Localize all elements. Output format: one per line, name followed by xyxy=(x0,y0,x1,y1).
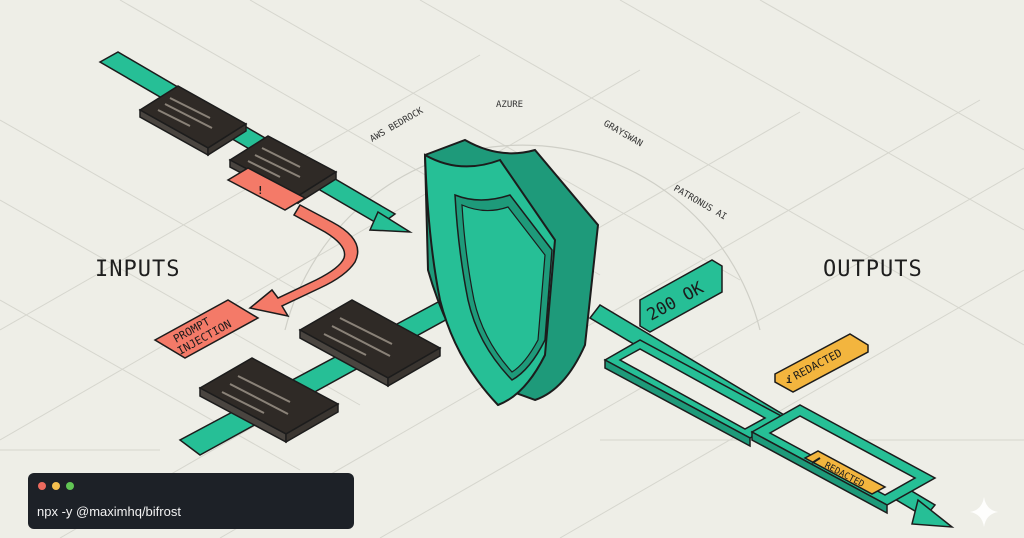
status-ok-tag: 200 OK xyxy=(639,259,723,333)
provider-aws-bedrock: AWS BEDROCK xyxy=(369,106,426,145)
rejection-arrow xyxy=(248,204,359,318)
inputs-label: INPUTS xyxy=(95,257,181,282)
info-mark: i xyxy=(786,374,792,386)
rejected-tile: ! xyxy=(226,167,307,211)
upper-input-track xyxy=(98,51,413,233)
terminal-window: npx -y @maximhq/bifrost xyxy=(28,473,354,529)
sparkle-icon xyxy=(970,497,998,527)
pencil-icon xyxy=(811,457,821,464)
close-dot xyxy=(38,482,46,490)
input-block-4 xyxy=(198,357,340,444)
provider-arc xyxy=(284,144,761,331)
provider-azure: AZURE xyxy=(496,100,523,110)
shield-icon xyxy=(423,138,600,407)
output-track-arrowhead xyxy=(911,498,955,528)
upper-track-arrowhead xyxy=(368,210,413,233)
output-box-2 xyxy=(750,404,937,515)
window-controls xyxy=(38,482,74,490)
provider-grayswan: GRAYSWAN xyxy=(602,119,645,149)
prompt-injection-badge: PROMPT INJECTION xyxy=(153,299,260,359)
alert-mark: ! xyxy=(257,184,264,197)
maximize-dot xyxy=(66,482,74,490)
terminal-command: npx -y @maximhq/bifrost xyxy=(37,504,181,519)
outputs-label: OUTPUTS xyxy=(823,257,923,282)
redacted-tag-1: i REDACTED xyxy=(774,333,869,393)
minimize-dot xyxy=(52,482,60,490)
input-block-3 xyxy=(298,299,442,388)
input-block-1 xyxy=(138,85,248,157)
